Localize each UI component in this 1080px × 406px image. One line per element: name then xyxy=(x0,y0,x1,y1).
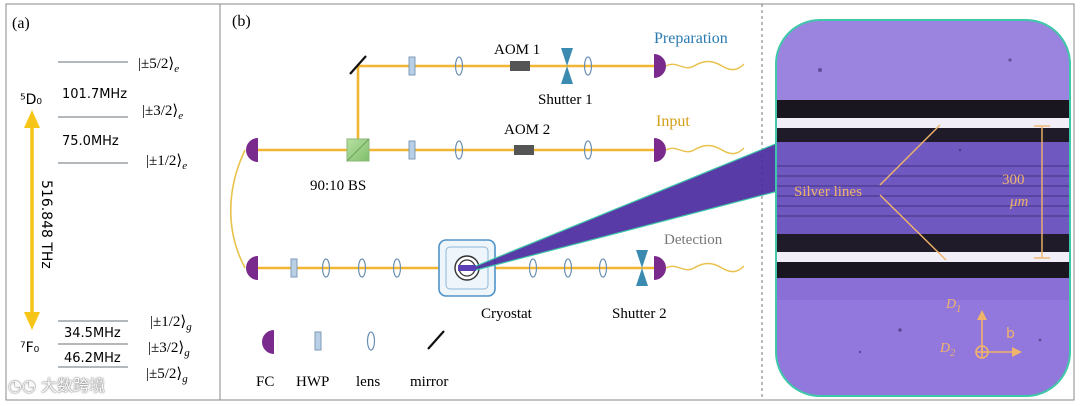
lower-splitting-1: 34.5MHz xyxy=(64,326,121,341)
lens-det-2 xyxy=(357,258,367,278)
fc-detection-left xyxy=(246,256,258,280)
half-wave-plates xyxy=(290,56,416,278)
legend-lens: lens xyxy=(356,374,380,390)
watermark: ◔◔ 大数跨境 xyxy=(8,376,106,395)
transition-arrow xyxy=(24,110,40,330)
lens-det-1 xyxy=(321,258,331,278)
lower-levels xyxy=(58,320,128,368)
lower-splitting-2: 46.2MHz xyxy=(64,351,121,366)
panel-b-label: (b) xyxy=(232,13,251,30)
shutter1-label: Shutter 1 xyxy=(538,92,593,108)
upper-splitting-1: 101.7MHz xyxy=(62,87,127,102)
input-label: Input xyxy=(656,113,690,130)
mirror xyxy=(349,55,367,75)
upper-levels xyxy=(58,61,128,164)
fc-input-left xyxy=(246,138,258,162)
legend-mirror: mirror xyxy=(410,374,448,390)
detection-label: Detection xyxy=(664,232,723,248)
aom1 xyxy=(510,61,530,71)
lens-det-6 xyxy=(598,258,608,278)
level-label-g32: |±3/2⟩g xyxy=(148,340,190,359)
fiber-couplers xyxy=(246,54,666,280)
cryostat xyxy=(438,239,496,297)
lens-input-2 xyxy=(583,140,593,160)
axis-b: b xyxy=(1006,326,1015,342)
axis-d2: D2 xyxy=(939,341,955,359)
lens-prep-2 xyxy=(583,56,593,76)
upper-splitting-2: 75.0MHz xyxy=(62,134,119,149)
lens-input-1 xyxy=(454,140,464,160)
silver-lines-label: Silver lines xyxy=(794,184,862,200)
watermark-text: 大数跨境 xyxy=(41,376,106,395)
lens-det-4 xyxy=(528,258,538,278)
fiber-link xyxy=(229,149,246,269)
shutter1 xyxy=(561,48,573,84)
hwp-preparation xyxy=(408,56,416,76)
output-fibers xyxy=(665,60,745,273)
legend-hwp: HWP xyxy=(296,374,329,390)
zoom-edge-bottom xyxy=(475,187,791,271)
lens-prep-1 xyxy=(454,56,464,76)
level-label-e12: |±1/2⟩e xyxy=(146,153,187,172)
panel-a-label: (a) xyxy=(12,15,30,32)
lens-det-5 xyxy=(563,258,573,278)
figure-frame xyxy=(5,3,1075,401)
legend-fc-icon xyxy=(262,330,274,354)
silver-line-stripes xyxy=(776,165,1070,217)
aom2 xyxy=(514,145,534,155)
silver-lines-pointers xyxy=(879,124,947,261)
level-label-g12: |±1/2⟩g xyxy=(150,314,192,333)
axis-d1: D1 xyxy=(945,297,961,315)
level-label-e32: |±3/2⟩e xyxy=(142,103,183,122)
upper-term-label: ⁵D₀ xyxy=(20,92,42,108)
transition-frequency: 516.848 THz xyxy=(38,180,54,269)
axis-triad xyxy=(975,310,1022,359)
legend: FC HWP lens mirror xyxy=(256,330,448,390)
legend-hwp-icon xyxy=(314,331,322,351)
micrograph xyxy=(776,20,1070,396)
beam-splitter xyxy=(346,138,370,162)
fc-detection-right xyxy=(654,256,666,280)
zoom-wedge xyxy=(476,138,790,270)
aom1-label: AOM 1 xyxy=(494,42,540,58)
level-label-g52: |±5/2⟩g xyxy=(146,366,188,385)
legend-fc: FC xyxy=(256,374,274,390)
scale-value: 300 xyxy=(1002,172,1025,188)
lens-det-3 xyxy=(392,258,402,278)
legend-mirror-icon xyxy=(427,330,445,350)
fc-input-right xyxy=(654,138,666,162)
cryostat-label: Cryostat xyxy=(481,306,533,322)
aom2-label: AOM 2 xyxy=(504,122,550,138)
lenses xyxy=(321,56,608,278)
lower-term-label: ⁷F₀ xyxy=(20,340,40,356)
micrograph-border xyxy=(775,19,1071,397)
fc-preparation xyxy=(654,54,666,78)
hwp-input xyxy=(408,140,416,160)
zoom-edge-top xyxy=(475,137,791,267)
legend-lens-icon xyxy=(366,331,376,351)
beam-splitter-label: 90:10 BS xyxy=(310,178,366,194)
scale-bar xyxy=(1034,125,1050,259)
hwp-detection xyxy=(290,258,298,278)
scale-unit: μm xyxy=(1009,194,1029,210)
shutter2-label: Shutter 2 xyxy=(612,306,667,322)
preparation-label: Preparation xyxy=(654,30,728,47)
shutter2 xyxy=(636,250,648,286)
level-label-e52: |±5/2⟩e xyxy=(138,56,179,75)
